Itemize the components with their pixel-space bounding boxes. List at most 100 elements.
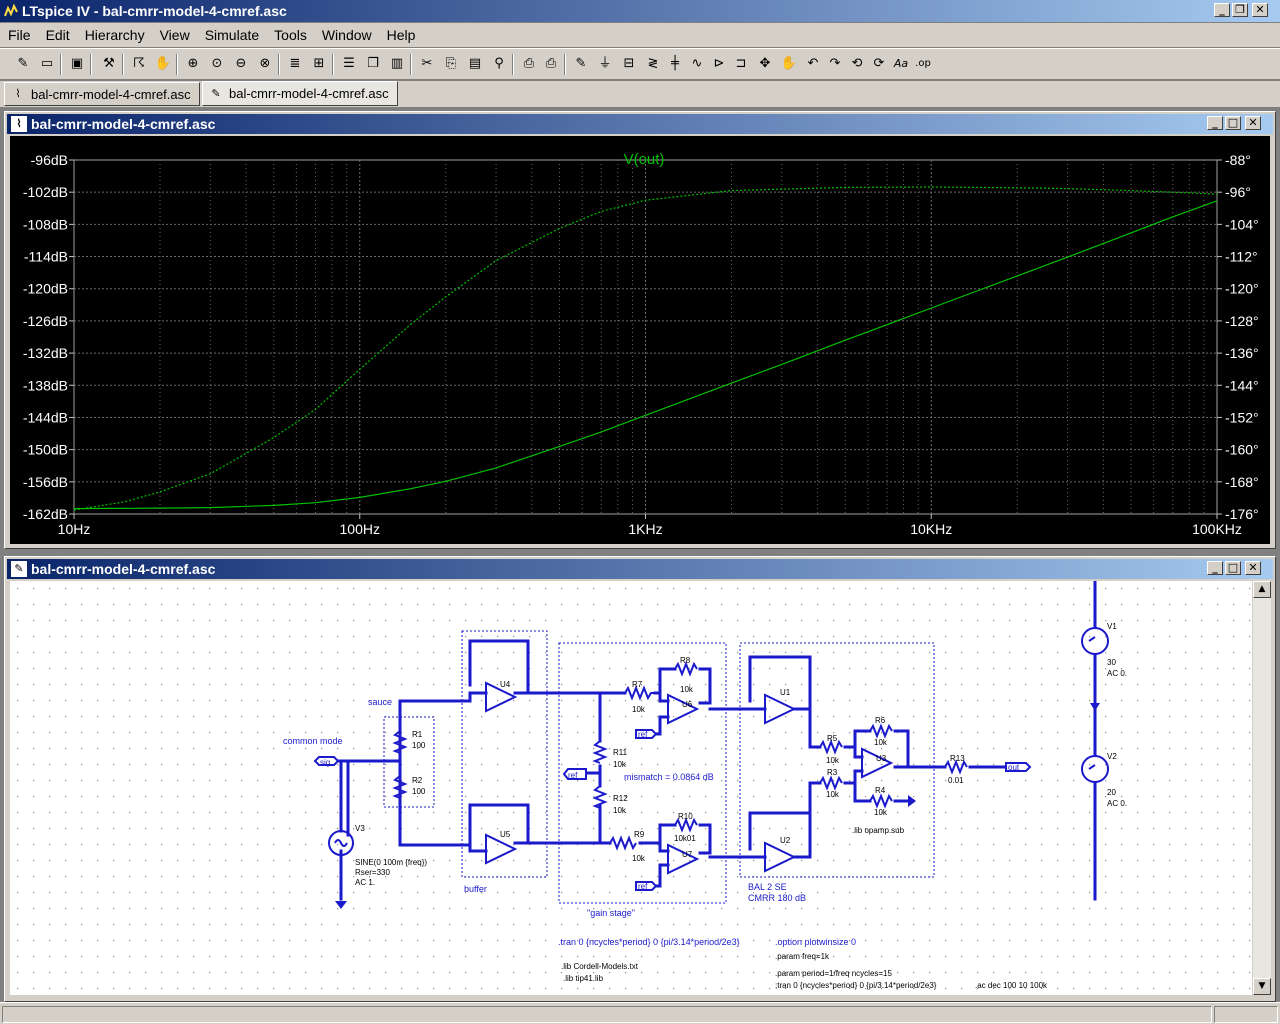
y-left-tick-label: -126dB bbox=[23, 313, 68, 329]
opamp-u1[interactable] bbox=[764, 693, 797, 725]
trace-label-vout[interactable]: V(out) bbox=[624, 151, 665, 168]
new-schematic-icon[interactable]: ✎ bbox=[17, 56, 29, 71]
close-button[interactable]: ✕ bbox=[1245, 116, 1261, 130]
schematic-canvas[interactable]: sauce common mode sig ref ref ref out bu… bbox=[10, 581, 1252, 995]
menu-hierarchy[interactable]: Hierarchy bbox=[84, 27, 145, 43]
opamp-u2[interactable] bbox=[764, 841, 797, 873]
zoom-out-icon[interactable]: ⊖ bbox=[235, 56, 247, 71]
y-left-tick-label: -156dB bbox=[23, 474, 68, 490]
opamp-u3[interactable] bbox=[861, 747, 894, 779]
cut-icon[interactable]: ✂ bbox=[421, 56, 433, 71]
status-bar bbox=[0, 1002, 1280, 1024]
x-tick-label: 10KHz bbox=[910, 521, 952, 537]
directive-param-freq[interactable]: .param freq=1k bbox=[775, 952, 830, 961]
maximize-button[interactable]: □ bbox=[1225, 561, 1241, 575]
minimize-button[interactable]: _ bbox=[1214, 3, 1230, 17]
vertical-scrollbar[interactable]: ▲ ▼ bbox=[1253, 581, 1271, 995]
y-right-tick-label: -88° bbox=[1225, 152, 1251, 168]
opamp-u5[interactable] bbox=[485, 833, 518, 865]
directive-ac[interactable]: .ac dec 100 10 100k bbox=[975, 981, 1048, 990]
scroll-down-icon[interactable]: ▼ bbox=[1253, 978, 1271, 995]
ref-r12: R12 bbox=[613, 794, 628, 803]
control-panel-icon[interactable]: ⚒ bbox=[103, 56, 115, 71]
net-flag-out[interactable] bbox=[1005, 762, 1032, 772]
diode-icon[interactable]: ⊳ bbox=[713, 56, 725, 71]
minimize-button[interactable]: _ bbox=[1207, 561, 1223, 575]
menu-help[interactable]: Help bbox=[386, 27, 416, 43]
trace-vout-magnitude[interactable] bbox=[73, 200, 1218, 510]
tile-horizontal-icon[interactable]: ☰ bbox=[343, 56, 355, 71]
text-icon[interactable]: Aa bbox=[893, 57, 909, 70]
close-button[interactable]: ✕ bbox=[1252, 3, 1268, 17]
value-r4: 10k bbox=[874, 808, 888, 817]
menu-simulate[interactable]: Simulate bbox=[204, 27, 260, 43]
net-flag-ref[interactable] bbox=[635, 881, 658, 891]
maximize-button[interactable]: □ bbox=[1225, 116, 1241, 130]
run-icon[interactable]: ☈ bbox=[133, 56, 145, 71]
resistor-icon[interactable]: ≷ bbox=[647, 56, 659, 71]
print-preview-icon[interactable]: ⎙ bbox=[523, 56, 535, 71]
voltage-source-v1[interactable] bbox=[1081, 627, 1109, 655]
menu-view[interactable]: View bbox=[159, 27, 190, 43]
y-right-tick-label: -136° bbox=[1225, 345, 1259, 361]
minimize-button[interactable]: _ bbox=[1207, 116, 1223, 130]
inductor-icon[interactable]: ∿ bbox=[691, 56, 703, 71]
tile-vertical-icon[interactable]: ▥ bbox=[390, 56, 404, 71]
voltage-source-v3[interactable] bbox=[328, 830, 354, 856]
ground-icon[interactable]: ⏚ bbox=[598, 56, 612, 71]
directive-tran[interactable]: .tran 0 {ncycles*period} 0 {pi/3.14*peri… bbox=[558, 937, 740, 947]
directive-lib-cordell[interactable]: .lib Cordell-Models.txt bbox=[561, 962, 639, 971]
voltage-source-v2[interactable] bbox=[1081, 755, 1109, 783]
ref-u7: U7 bbox=[682, 850, 693, 859]
directive-option[interactable]: .option plotwinsize 0 bbox=[775, 937, 856, 947]
paste-icon[interactable]: ▤ bbox=[468, 56, 482, 71]
directive-lib-tip41[interactable]: .lib tip41.lib bbox=[563, 974, 604, 983]
opamp-u4[interactable] bbox=[485, 681, 518, 713]
trace-vout-phase[interactable] bbox=[73, 186, 1218, 511]
menu-file[interactable]: File bbox=[8, 27, 31, 43]
cascade-icon[interactable]: ❐ bbox=[367, 56, 379, 71]
move-icon[interactable]: ✥ bbox=[759, 56, 771, 71]
tab-waveform[interactable]: ⌇ bal-cmrr-model-4-cmref.asc bbox=[4, 82, 200, 106]
grid-icon[interactable]: ⊞ bbox=[313, 56, 325, 71]
zoom-fit-icon[interactable]: ⊗ bbox=[259, 56, 271, 71]
ground-icon bbox=[335, 901, 347, 909]
open-folder-icon[interactable]: ▭ bbox=[40, 56, 54, 71]
spice-directive-icon[interactable]: .op bbox=[915, 58, 931, 69]
mirror-icon[interactable]: ⟳ bbox=[873, 56, 885, 71]
opamp-u7[interactable] bbox=[667, 843, 700, 875]
drag-icon[interactable]: ✋ bbox=[780, 56, 798, 71]
menu-window[interactable]: Window bbox=[321, 27, 372, 43]
ref-u6: U6 bbox=[682, 700, 693, 709]
save-icon[interactable]: ▣ bbox=[70, 56, 84, 71]
opamp-u6[interactable] bbox=[667, 693, 700, 725]
menu-tools[interactable]: Tools bbox=[274, 27, 307, 43]
copy-icon[interactable]: ⎘ bbox=[445, 56, 457, 71]
directive-lib-opamp[interactable]: .lib opamp.sub bbox=[852, 826, 905, 835]
net-flag-ref[interactable] bbox=[635, 729, 658, 739]
close-button[interactable]: ✕ bbox=[1245, 561, 1261, 575]
redo-icon[interactable]: ↷ bbox=[829, 56, 841, 71]
halt-icon[interactable]: ✋ bbox=[154, 56, 172, 71]
net-flag-sig[interactable] bbox=[313, 756, 340, 766]
rotate-icon[interactable]: ⟲ bbox=[851, 56, 863, 71]
component-icon[interactable]: ⊐ bbox=[735, 56, 747, 71]
autorange-icon[interactable]: ≣ bbox=[289, 56, 301, 71]
find-icon[interactable]: ⚲ bbox=[494, 56, 504, 71]
undo-icon[interactable]: ↶ bbox=[807, 56, 819, 71]
label-net-icon[interactable]: ⊟ bbox=[623, 56, 635, 71]
restore-button[interactable]: ❐ bbox=[1232, 3, 1248, 17]
net-flag-ref[interactable] bbox=[562, 768, 587, 780]
pan-icon[interactable]: ⊙ bbox=[211, 56, 223, 71]
scroll-up-icon[interactable]: ▲ bbox=[1253, 581, 1271, 598]
capacitor-icon[interactable]: ╪ bbox=[671, 56, 679, 71]
waveform-plot[interactable]: -96dB-88°-102dB-96°-108dB-104°-114dB-112… bbox=[10, 136, 1270, 544]
directive-param-period[interactable]: .param period=1/freq ncycles=15 bbox=[775, 969, 893, 978]
directive-tran-comment[interactable]: ;tran 0 {ncycles*period} 0 {pi/3.14*peri… bbox=[775, 981, 937, 990]
tab-schematic[interactable]: ✎ bal-cmrr-model-4-cmref.asc bbox=[202, 81, 398, 106]
ref-v1: V1 bbox=[1107, 622, 1117, 631]
print-icon[interactable]: ⎙ bbox=[545, 56, 557, 71]
wire-icon[interactable]: ✎ bbox=[575, 56, 587, 71]
menu-edit[interactable]: Edit bbox=[45, 27, 70, 43]
zoom-in-icon[interactable]: ⊕ bbox=[187, 56, 199, 71]
